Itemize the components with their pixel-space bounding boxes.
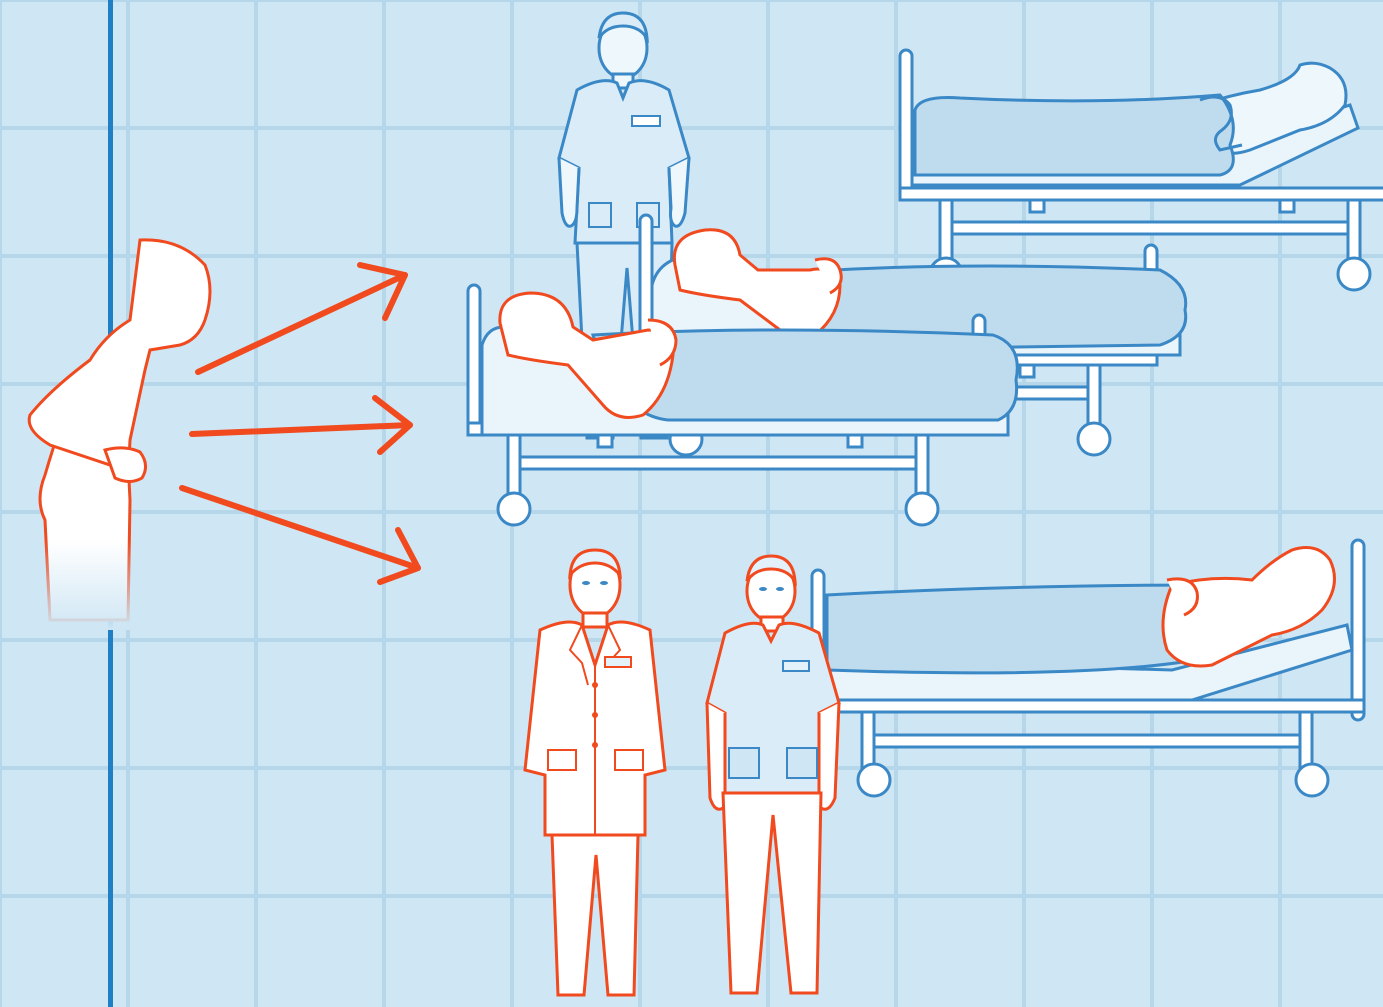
person-bent-over-icon: [29, 240, 210, 630]
doctor-coat-icon: [525, 550, 665, 995]
arrow-middle: [192, 398, 410, 452]
doctor-bottom: [525, 550, 665, 995]
arrow-up: [198, 265, 405, 372]
patient-standing: [29, 240, 210, 630]
